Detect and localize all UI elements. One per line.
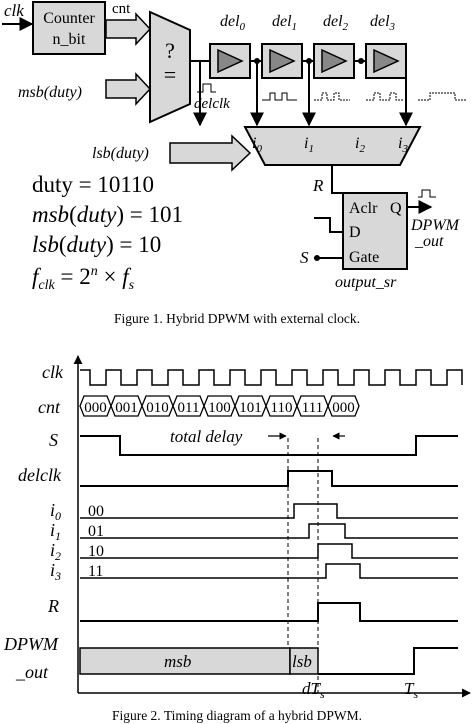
mux-input-i1: i1 xyxy=(304,135,314,155)
dpwm-out-label: DPWM xyxy=(410,217,461,234)
sr-aclr-label: Aclr xyxy=(349,200,378,217)
lsb-region xyxy=(289,647,319,675)
cnt-signal-label: cnt xyxy=(38,397,61,417)
delay-buffer-2: del2 xyxy=(313,13,355,79)
del1-label: del1 xyxy=(272,13,297,33)
cnt-bus-waveform: 000 001 010 011 100 101 110 111 000 xyxy=(79,395,360,417)
i2-waveform xyxy=(80,543,458,559)
eq-duty: duty = 10110 xyxy=(32,172,154,197)
dpwm-out-waveform xyxy=(318,647,458,675)
sr-q-label: Q xyxy=(390,200,402,217)
cnt-value: 110 xyxy=(271,400,293,416)
r-signal-label: R xyxy=(47,596,59,616)
i1-waveform xyxy=(80,523,458,539)
dpwm-signal-label-2: _out xyxy=(15,662,49,682)
i3-signal-label: i3 xyxy=(50,560,61,583)
counter-label: Counter xyxy=(43,10,95,27)
s-signal-label: S xyxy=(49,430,58,450)
tap-value-10: 10 xyxy=(88,543,104,560)
cnt-label: cnt xyxy=(112,1,131,17)
comparator-block xyxy=(149,10,191,124)
cnt-value: 100 xyxy=(208,400,231,416)
dpwm-out-label-2: _out xyxy=(414,233,444,250)
buffer-icon xyxy=(269,48,296,74)
eq-fclk: fclk = 2n × fs xyxy=(32,264,135,293)
comparator-equals: = xyxy=(164,62,176,87)
cnt-value: 000 xyxy=(332,400,355,416)
cnt-bus-arrow xyxy=(105,12,152,46)
s-waveform xyxy=(80,435,458,456)
s-label: S xyxy=(300,248,309,267)
clk-label: clk xyxy=(4,1,24,20)
dts-label: dTs xyxy=(302,679,325,698)
cnt-value: 001 xyxy=(115,400,138,416)
delclk-label: delclk xyxy=(194,96,230,112)
lsb-duty-label: lsb(duty) xyxy=(92,145,149,162)
clk-waveform xyxy=(80,369,463,386)
lsb-duty-bus-arrow xyxy=(169,134,252,172)
cnt-value: 011 xyxy=(178,400,200,416)
r-label: R xyxy=(312,176,324,195)
figure-1-caption: Figure 1. Hybrid DPWM with external cloc… xyxy=(114,311,360,326)
clk-signal-label: clk xyxy=(42,362,64,382)
sr-d-label: D xyxy=(349,224,361,241)
cnt-value: 010 xyxy=(146,400,169,416)
delay-buffer-0: del0 xyxy=(209,13,251,79)
ts-label: Ts xyxy=(404,679,418,698)
comparator-question: ? xyxy=(165,38,175,63)
delclk-waveform xyxy=(80,470,458,487)
msb-duty-bus-arrow xyxy=(105,72,152,106)
lsb-region-label: lsb xyxy=(292,652,312,671)
mux-input-i2: i2 xyxy=(355,135,365,155)
counter-bits-label: n_bit xyxy=(53,31,86,48)
output-sr-name: output_sr xyxy=(335,274,397,291)
i1-signal-label: i1 xyxy=(50,520,61,543)
eq-msb: msb(duty) = 101 xyxy=(32,202,183,227)
tap-value-11: 11 xyxy=(88,563,103,580)
del3-label: del3 xyxy=(370,13,396,33)
msb-region xyxy=(79,647,291,675)
delclk-pulse-symbol xyxy=(197,83,216,93)
msb-region-label: msb xyxy=(164,652,191,671)
output-sr-latch xyxy=(342,192,408,270)
cnt-value: 101 xyxy=(239,400,262,416)
tap-value-00: 00 xyxy=(88,503,104,520)
delclk-signal-label: delclk xyxy=(18,465,62,485)
d-tie-wire xyxy=(314,217,343,233)
i0-signal-label: i0 xyxy=(50,500,61,523)
del0-label: del0 xyxy=(220,13,246,33)
eq-lsb: lsb(duty) = 10 xyxy=(32,232,161,257)
del2-label: del2 xyxy=(323,13,349,33)
total-delay-label: total delay xyxy=(170,427,243,446)
sr-gate-label: Gate xyxy=(349,249,379,266)
figure-2-caption: Figure 2. Timing diagram of a hybrid DPW… xyxy=(111,708,363,723)
dpwm-signal-label: DPWM xyxy=(3,634,59,654)
tap-value-01: 01 xyxy=(88,523,104,540)
buffer-icon xyxy=(217,48,244,74)
tap-mux-block xyxy=(243,126,422,166)
i0-waveform xyxy=(80,503,458,519)
cnt-value: 000 xyxy=(84,400,107,416)
i2-signal-label: i2 xyxy=(50,540,61,563)
buffer-icon xyxy=(373,48,400,74)
mux-input-i3: i3 xyxy=(398,135,408,155)
timing-diagram: clk cnt S delclk i0 i1 i2 i3 R DPWM _out… xyxy=(3,355,471,698)
delay-buffer-1: del1 xyxy=(261,13,303,79)
delay-buffer-3: del3 xyxy=(365,13,407,79)
mux-input-i0: i0 xyxy=(252,135,262,155)
r-wire xyxy=(331,165,344,194)
hybrid-dpwm-block-diagram: clk Counter n_bit cnt msb(duty) ? = delc… xyxy=(2,1,466,293)
cnt-bus-segment xyxy=(327,395,360,417)
counter-block xyxy=(32,1,106,55)
cnt-value: 111 xyxy=(302,400,323,416)
r-waveform xyxy=(80,602,458,622)
msb-duty-label: msb(duty) xyxy=(18,84,82,101)
i3-waveform xyxy=(80,563,458,579)
buffer-icon xyxy=(321,48,348,74)
